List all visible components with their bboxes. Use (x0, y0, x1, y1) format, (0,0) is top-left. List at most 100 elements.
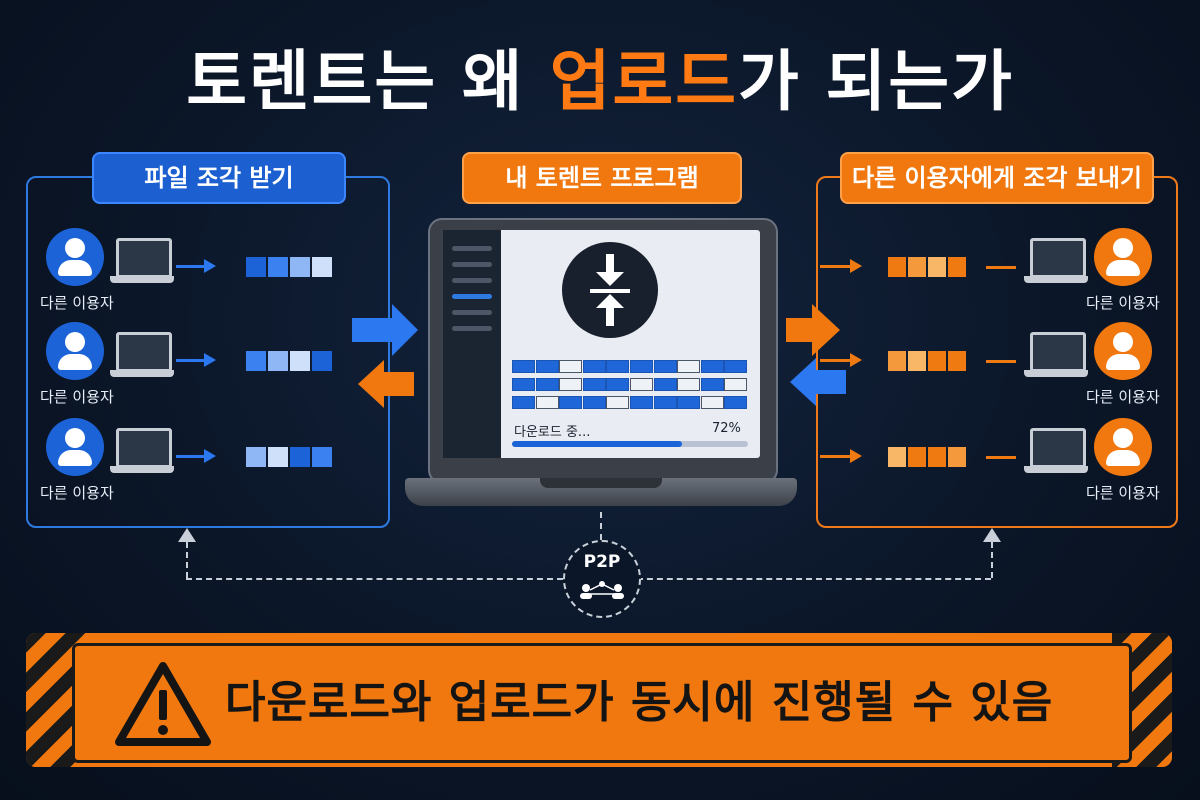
download-progress-fill (512, 441, 682, 447)
incoming-arrow-right (790, 358, 846, 406)
laptop-icon-base (1024, 276, 1088, 283)
arrow-line (820, 359, 850, 362)
user-label: 다른 이용자 (1086, 388, 1160, 406)
piece-received (700, 378, 724, 391)
file-piece (246, 351, 266, 371)
piece-missing (677, 378, 701, 391)
laptop-icon-base (1024, 370, 1088, 377)
file-piece (908, 257, 926, 277)
user-icon-head (65, 428, 85, 448)
file-piece (246, 447, 266, 467)
file-piece (928, 351, 946, 371)
banner-inner: 다운로드와 업로드가 동시에 진행될 수 있음 (72, 643, 1132, 763)
piece-received (535, 360, 559, 373)
file-piece (268, 447, 288, 467)
network-icon (580, 581, 624, 599)
user-label: 다른 이용자 (40, 484, 114, 502)
piece-received (653, 360, 677, 373)
laptop-icon-base (110, 466, 174, 473)
user-icon-body (1106, 260, 1140, 276)
laptop-icon-screen (1030, 238, 1086, 278)
arrow-line (986, 456, 1016, 459)
arrow-line (986, 360, 1016, 363)
laptop-icon (110, 238, 174, 284)
laptop-icon (110, 332, 174, 378)
arrow-head (204, 449, 216, 463)
piece-received (582, 396, 606, 409)
piece-missing (677, 360, 701, 373)
piece-received (724, 396, 748, 409)
sidebar-item (452, 262, 492, 267)
piece-received (700, 360, 724, 373)
outgoing-arrow-left (358, 360, 414, 408)
arrow-line (986, 266, 1016, 269)
warning-icon (115, 662, 211, 746)
file-piece (928, 257, 946, 277)
user-icon-head (65, 332, 85, 352)
piece-missing (724, 378, 748, 391)
file-piece (312, 257, 332, 277)
file-piece (948, 447, 966, 467)
piece-missing (559, 378, 583, 391)
laptop-icon-base (1024, 466, 1088, 473)
file-piece (268, 351, 288, 371)
piece-received (512, 378, 535, 391)
laptop-icon (1024, 238, 1088, 284)
user-label: 다른 이용자 (1086, 484, 1160, 502)
piece-received (512, 360, 535, 373)
arrow-head (850, 353, 862, 367)
arrow-up-icon (178, 528, 196, 542)
user-icon (1094, 228, 1152, 286)
file-piece (888, 257, 906, 277)
piece-received (582, 378, 606, 391)
user-icon-body (1106, 450, 1140, 466)
piece-received (559, 396, 583, 409)
piece-received (653, 378, 677, 391)
laptop-icon (110, 428, 174, 474)
arrow-line (176, 359, 206, 362)
file-piece (888, 351, 906, 371)
user-icon (46, 322, 104, 380)
user-icon-head (1113, 332, 1133, 352)
user-label: 다른 이용자 (1086, 294, 1160, 312)
file-piece (948, 351, 966, 371)
user-icon-body (1106, 354, 1140, 370)
piece-received (606, 360, 630, 373)
arrow-head (850, 449, 862, 463)
banner-text: 다운로드와 업로드가 동시에 진행될 수 있음 (225, 677, 1054, 728)
user-icon (46, 228, 104, 286)
file-piece (246, 257, 266, 277)
outgoing-arrow-right (786, 304, 840, 356)
title-part1: 토렌트는 왜 (186, 43, 550, 120)
p2p-connector-left (186, 578, 563, 580)
file-piece (312, 351, 332, 371)
user-label: 다른 이용자 (40, 294, 114, 312)
piece-missing (535, 396, 559, 409)
user-icon (46, 418, 104, 476)
p2p-node (563, 540, 641, 618)
download-status-text: 다운로드 중... (514, 425, 591, 440)
arrow-line (176, 455, 206, 458)
arrow-line (820, 265, 850, 268)
program-label: 내 토렌트 프로그램 (462, 152, 742, 204)
piece-received (677, 396, 701, 409)
arrow-head (204, 259, 216, 273)
piece-missing (630, 378, 653, 391)
laptop-icon-base (110, 276, 174, 283)
sidebar-item (452, 246, 492, 251)
user-icon-head (1113, 428, 1133, 448)
piece-received (606, 378, 630, 391)
piece-received (535, 378, 559, 391)
arrow-head (204, 353, 216, 367)
laptop-icon (1024, 332, 1088, 378)
arrow-up-icon (983, 528, 1001, 542)
laptop-icon (1024, 428, 1088, 474)
app-sidebar (443, 230, 501, 458)
title-part2: 가 되는가 (737, 43, 1014, 120)
download-upload-icon (562, 242, 658, 338)
file-piece (290, 351, 310, 371)
file-piece (268, 257, 288, 277)
piece-received (582, 360, 606, 373)
send-panel-label: 다른 이용자에게 조각 보내기 (840, 152, 1154, 204)
